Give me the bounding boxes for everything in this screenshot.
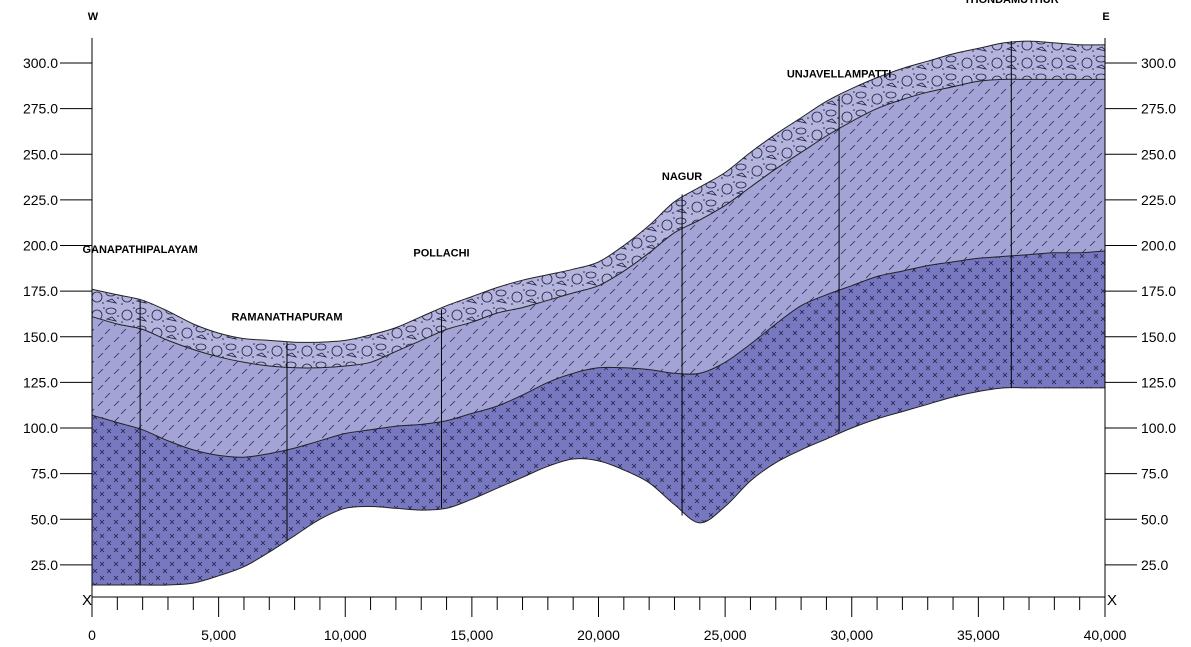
x-tick-label: 30,000 [830,627,873,643]
well-label: UNJAVELLAMPATTI [787,69,892,81]
x-tick-label: 20,000 [577,627,620,643]
y-tick-label-left: 75.0 [31,466,58,482]
y-tick-label-right: 25.0 [1141,557,1168,573]
y-tick-label-right: 175.0 [1141,283,1176,299]
layer-middle [92,79,1105,458]
layer-bottom [92,251,1105,586]
x-tick-label: 40,000 [1084,627,1127,643]
well-label: THONDAMUTHUR [964,0,1059,6]
section-start-marker: X [82,592,92,609]
boundary-middle-layer [91,250,1106,458]
y-tick-label-right: 225.0 [1141,192,1176,208]
axes: 25.0 25.0 50.0 50.0 75.0 75.0 100.0 100.0 125.0 1… [23,38,1176,643]
y-tick-label-right: 50.0 [1141,511,1168,527]
y-tick-label-right: 300.0 [1141,55,1176,71]
well-label: POLLACHI [413,247,469,259]
y-tick-label-left: 275.0 [23,101,58,117]
y-tick-label-right: 75.0 [1141,466,1168,482]
y-tick-label-right: 150.0 [1141,329,1176,345]
y-tick-label-left: 175.0 [23,283,58,299]
x-tick-label: 35,000 [957,627,1000,643]
y-tick-label-left: 200.0 [23,238,58,254]
section-end-marker: X [1107,592,1117,609]
east-direction-label: E [1102,11,1109,23]
y-tick-label-left: 250.0 [23,146,58,162]
x-tick-label: 25,000 [704,627,747,643]
y-tick-label-left: 225.0 [23,192,58,208]
y-tick-label-left: 100.0 [23,420,58,436]
x-tick-label: 15,000 [450,627,493,643]
borehole-lines: GANAPATHIPALAYAM RAMANATHAPURAM POLLACHI NA… [82,0,1059,585]
x-tick-label: 10,000 [324,627,367,643]
boundary-ground-surface [91,40,1106,343]
boundary-top-layer [91,78,1105,369]
y-tick-label-right: 275.0 [1141,101,1176,117]
x-tick-label: 5,000 [201,627,236,643]
y-tick-label-left: 150.0 [23,329,58,345]
well-label: RAMANATHAPURAM [231,311,342,323]
y-tick-label-left: 125.0 [23,374,58,390]
strata-layers [91,40,1106,586]
y-tick-label-right: 200.0 [1141,238,1176,254]
boundary-bottom-layer [92,387,1105,586]
y-tick-label-left: 25.0 [31,557,58,573]
layer-top [92,41,1105,369]
y-tick-label-right: 250.0 [1141,146,1176,162]
y-tick-label-left: 300.0 [23,55,58,71]
well-label: GANAPATHIPALAYAM [82,244,197,256]
y-tick-label-left: 50.0 [31,511,58,527]
west-direction-label: W [88,11,99,23]
well-label: NAGUR [662,171,702,183]
y-tick-label-right: 125.0 [1141,374,1176,390]
x-tick-label: 0 [88,627,96,643]
y-tick-label-right: 100.0 [1141,420,1176,436]
